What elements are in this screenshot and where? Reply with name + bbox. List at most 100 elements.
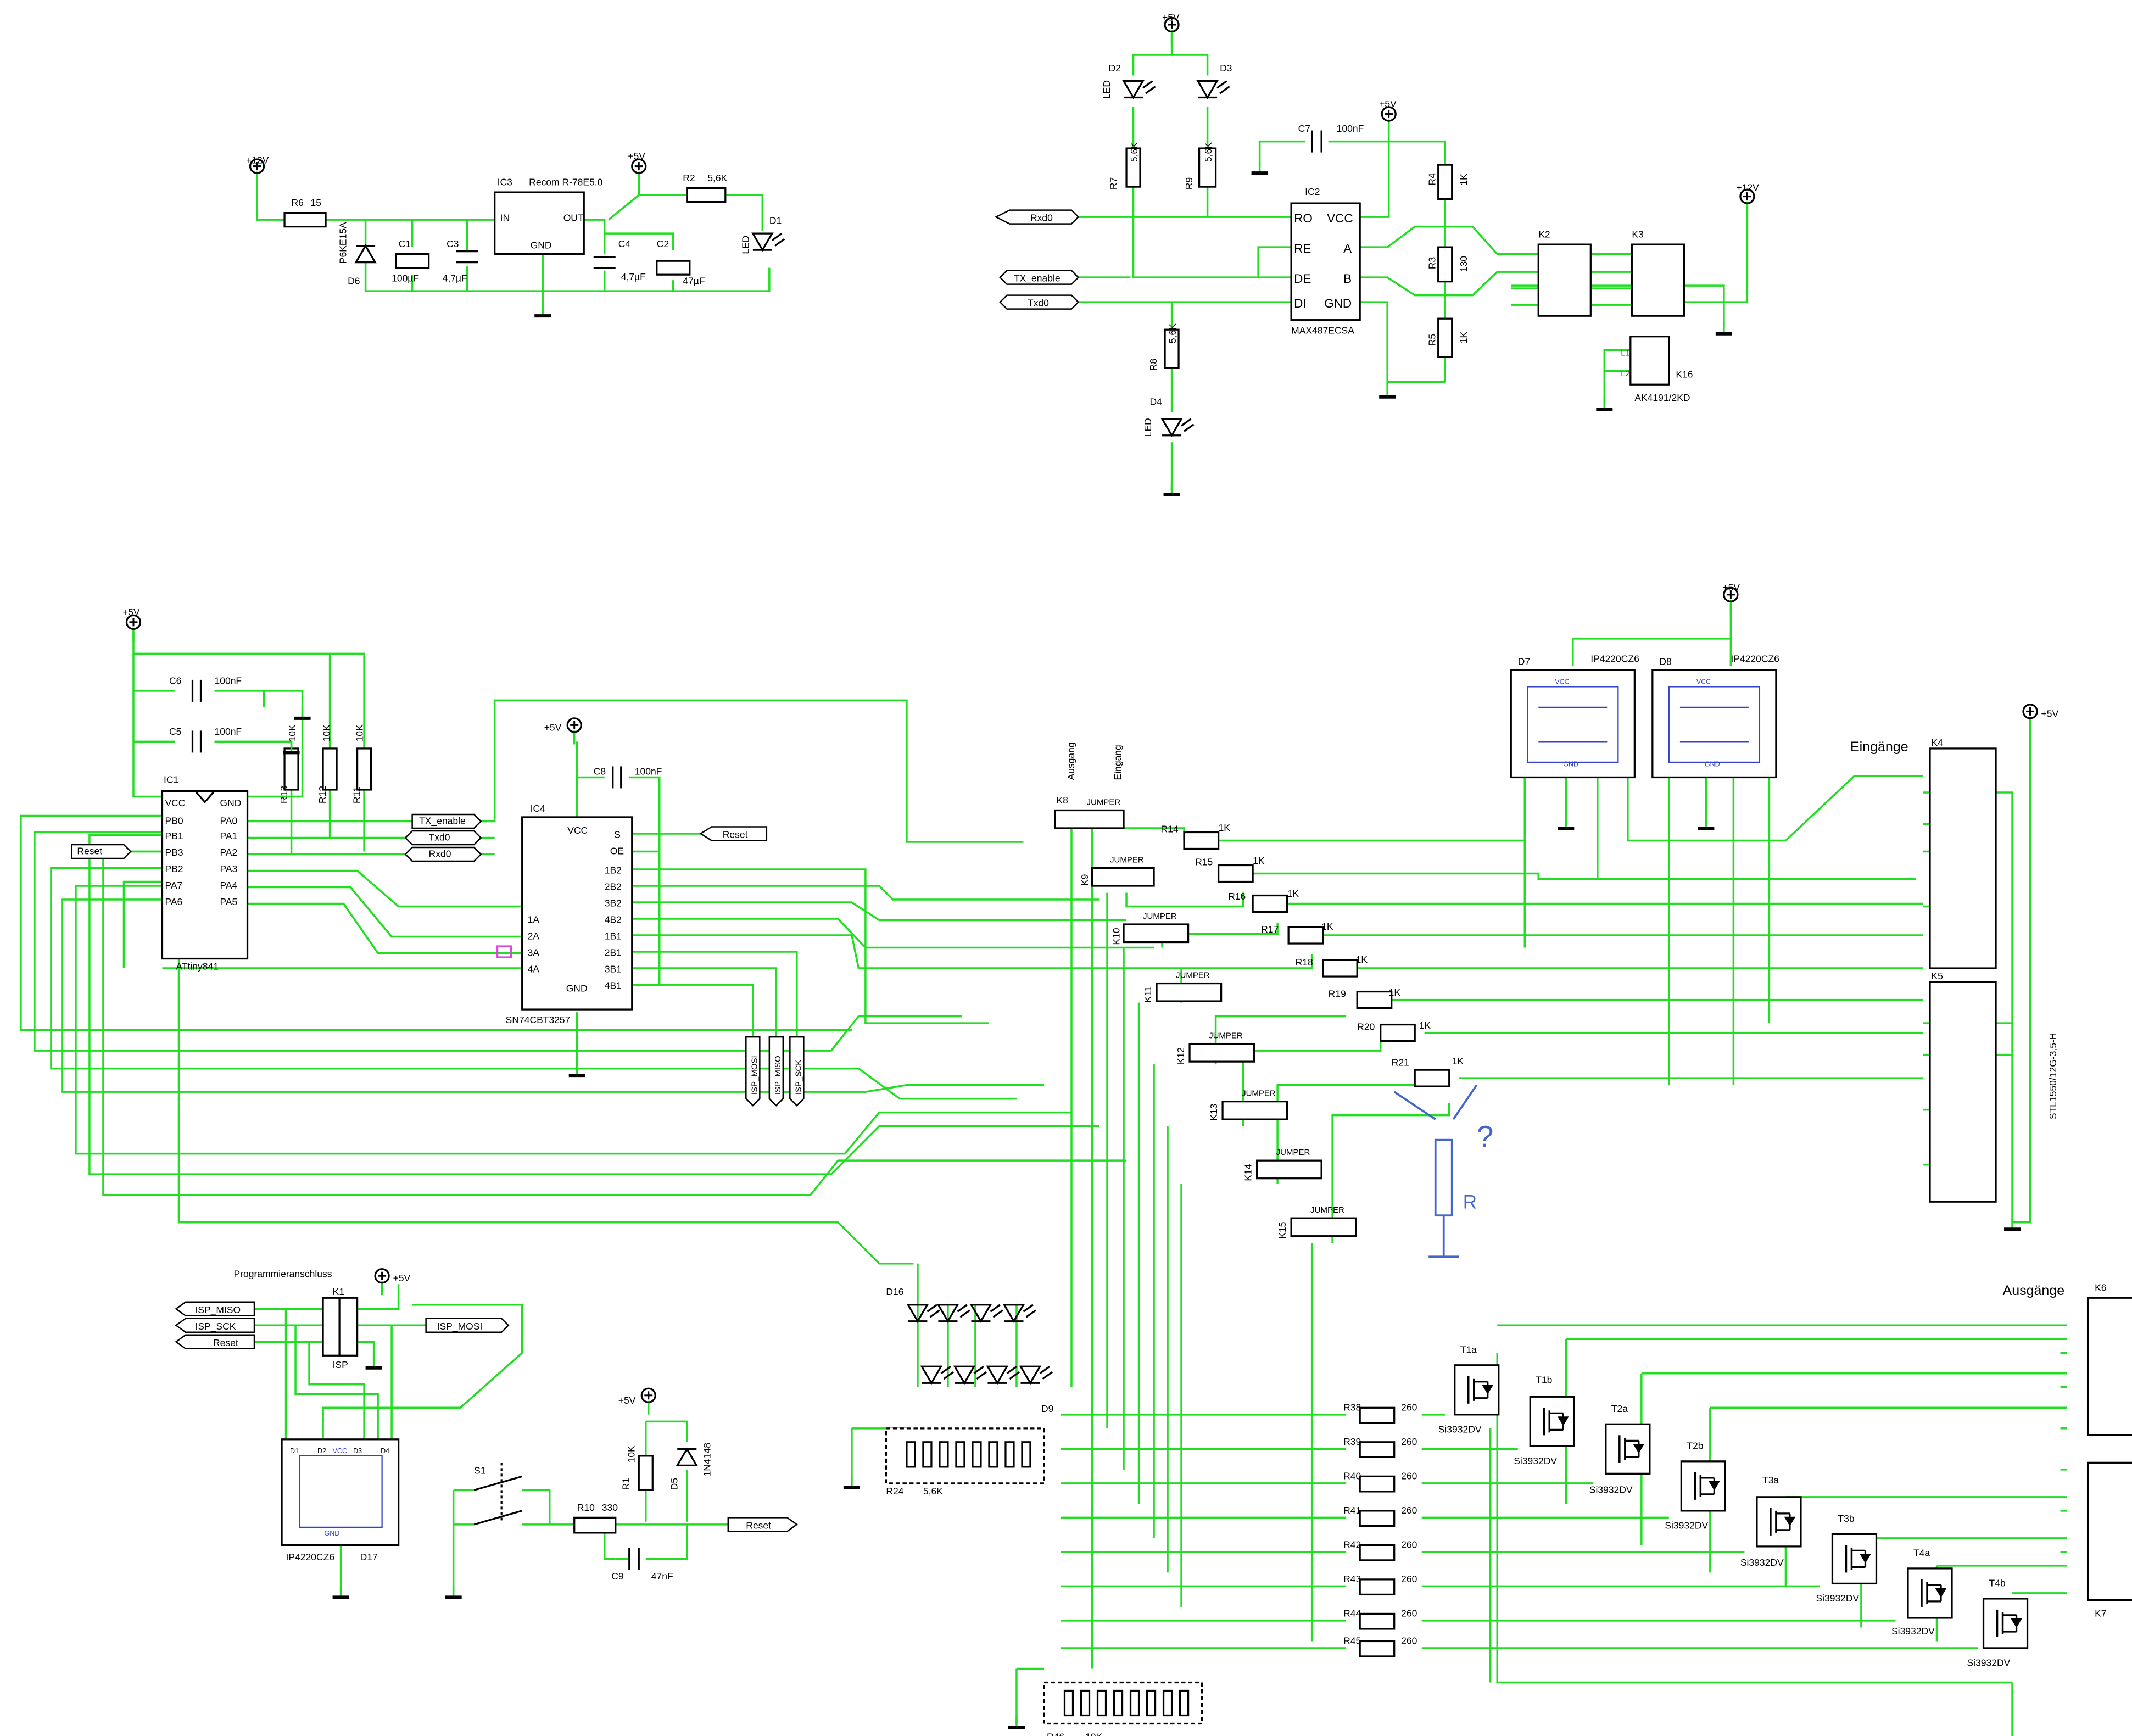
svg-text:1B1: 1B1 [605, 931, 622, 942]
resistor-r17 [1287, 926, 1324, 945]
svg-text:R10: R10 [577, 1502, 595, 1513]
led-d9 [1019, 1365, 1053, 1384]
labels: +12V +5V +5V +5V +12V +5V +5V +5V +5V +5… [71, 12, 2106, 1736]
svg-text:K15: K15 [1277, 1222, 1288, 1239]
capacitor-c1 [394, 253, 430, 269]
svg-text:1N4148: 1N4148 [701, 1443, 712, 1476]
svg-text:10K: 10K [287, 724, 298, 741]
svg-text:GND: GND [1324, 297, 1352, 310]
connector-k4 [1929, 747, 1997, 969]
svg-text:Rxd0: Rxd0 [429, 848, 451, 859]
svg-text:PB3: PB3 [165, 847, 183, 858]
svg-text:DI: DI [1294, 297, 1307, 310]
svg-text:Reset: Reset [746, 1520, 771, 1531]
svg-text:IC2: IC2 [1305, 186, 1320, 197]
mosfet-t4a [1907, 1567, 1953, 1619]
resistor-r21 [1414, 1069, 1450, 1087]
led-d4 [1161, 418, 1195, 437]
svg-text:D6: D6 [348, 276, 360, 287]
resistor-r12 [322, 747, 338, 791]
label-p5-ps: +5V [628, 150, 645, 161]
svg-text:T1b: T1b [1536, 1374, 1552, 1385]
jumper-k15 [1290, 1217, 1357, 1237]
svg-text:R13: R13 [278, 786, 289, 803]
svg-text:1K: 1K [1287, 888, 1299, 899]
jumper-k14 [1255, 1159, 1322, 1180]
svg-text:Si3932DV: Si3932DV [1967, 1657, 2011, 1668]
svg-text:GND: GND [325, 1530, 340, 1537]
svg-text:R16: R16 [1228, 891, 1246, 902]
svg-text:SN74CBT3257: SN74CBT3257 [506, 1014, 571, 1025]
svg-text:T3b: T3b [1838, 1513, 1854, 1524]
svg-text:1K: 1K [1389, 987, 1401, 998]
svg-text:T2a: T2a [1611, 1403, 1628, 1414]
isp-title: Programmieranschluss [234, 1269, 332, 1280]
svg-text:Recom R-78E5.0: Recom R-78E5.0 [529, 177, 602, 188]
svg-text:1K: 1K [1219, 822, 1231, 833]
svg-text:100nF: 100nF [1337, 123, 1364, 134]
resistor-r3 [1437, 246, 1453, 283]
capacitor-c3 [456, 250, 478, 264]
svg-text:IP4220CZ6: IP4220CZ6 [286, 1551, 335, 1562]
svg-text:Reset: Reset [213, 1337, 238, 1348]
svg-text:Si3932DV: Si3932DV [1891, 1626, 1935, 1637]
svg-text:K6: K6 [2095, 1282, 2106, 1293]
svg-text:4,7µF: 4,7µF [621, 271, 646, 282]
svg-text:1B2: 1B2 [605, 865, 622, 876]
svg-text:130: 130 [1458, 256, 1469, 272]
svg-text:Si3932DV: Si3932DV [1589, 1484, 1633, 1495]
svg-text:Si3932DV: Si3932DV [1514, 1455, 1557, 1466]
resistor-r20 [1380, 1023, 1416, 1042]
svg-text:2B2: 2B2 [605, 881, 622, 892]
svg-text:JUMPER: JUMPER [1143, 912, 1177, 921]
svg-text:C7: C7 [1298, 123, 1310, 134]
capacitor-c4 [593, 256, 616, 269]
label-p5-prot: +5V [1722, 582, 1740, 593]
svg-text:T4a: T4a [1913, 1547, 1930, 1558]
svg-text:R46: R46 [1047, 1732, 1064, 1736]
svg-text:Eingang: Eingang [1112, 745, 1123, 780]
svg-text:T4b: T4b [1989, 1577, 2006, 1588]
svg-text:260: 260 [1401, 1573, 1417, 1584]
resistor-r15 [1217, 864, 1254, 883]
svg-text:D8: D8 [1659, 656, 1671, 667]
svg-text:S: S [614, 829, 621, 840]
svg-text:AK4191/2KD: AK4191/2KD [1634, 392, 1690, 403]
svg-text:260: 260 [1401, 1635, 1417, 1646]
svg-text:IP4220CZ6: IP4220CZ6 [1731, 653, 1779, 664]
svg-text:R44: R44 [1343, 1607, 1361, 1618]
svg-text:R41: R41 [1343, 1505, 1361, 1516]
svg-text:JUMPER: JUMPER [1087, 797, 1121, 807]
label-p5-rs: +5V [1162, 12, 1180, 23]
resistor-r9 [1198, 147, 1217, 188]
svg-text:R17: R17 [1261, 924, 1279, 935]
ausgaenge-title: Ausgänge [2003, 1283, 2065, 1298]
svg-text:Txd0: Txd0 [429, 831, 450, 842]
svg-text:C3: C3 [447, 238, 459, 249]
svg-text:OE: OE [610, 845, 624, 856]
svg-text:Reset: Reset [77, 845, 102, 856]
resistor-r18 [1322, 959, 1358, 978]
svg-text:R8: R8 [1148, 359, 1159, 371]
switch-s1 [473, 1463, 523, 1526]
svg-text:100nF: 100nF [215, 726, 242, 737]
svg-text:DE: DE [1294, 272, 1311, 286]
svg-text:K13: K13 [1208, 1104, 1219, 1121]
resistor-r2 [686, 187, 727, 203]
svg-text:GND: GND [220, 797, 242, 808]
svg-text:OUT: OUT [563, 213, 584, 224]
svg-text:Si3932DV: Si3932DV [1816, 1593, 1859, 1604]
svg-text:100nF: 100nF [635, 766, 662, 777]
svg-text:C8: C8 [594, 766, 606, 777]
svg-text:2A: 2A [528, 931, 540, 942]
svg-text:1K: 1K [1458, 331, 1469, 343]
jumper-k12 [1188, 1042, 1255, 1063]
svg-text:Reset: Reset [723, 829, 748, 840]
svg-text:K11: K11 [1142, 986, 1153, 1003]
resistor-r7 [1125, 147, 1141, 188]
svg-text:R1: R1 [621, 1478, 632, 1490]
svg-text:260: 260 [1401, 1436, 1417, 1447]
svg-text:D2: D2 [317, 1447, 326, 1455]
svg-text:D7: D7 [1518, 656, 1530, 667]
svg-text:PA6: PA6 [165, 896, 182, 907]
